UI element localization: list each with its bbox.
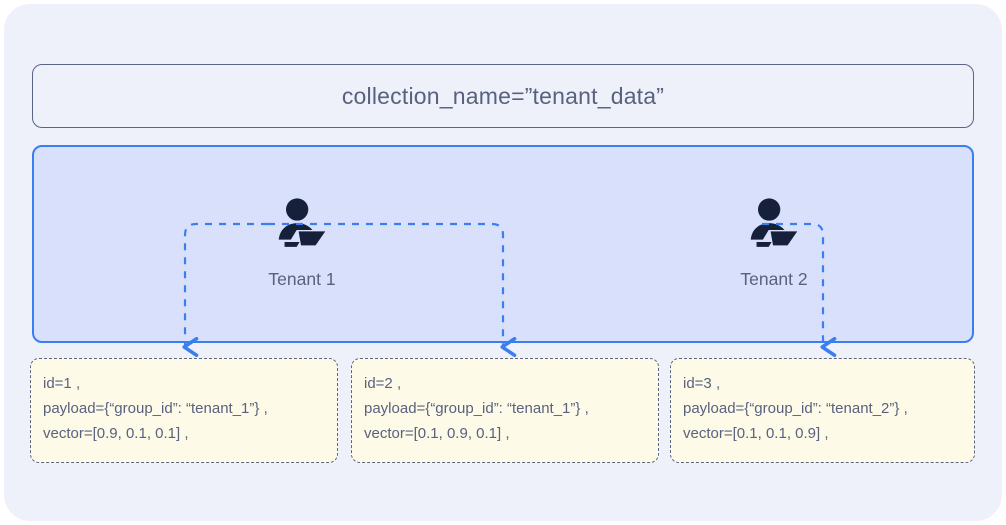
collection-name-label: collection_name=”tenant_data” <box>341 82 665 109</box>
point-box-2: id=2 , payload={“group_id”: “tenant_1”} … <box>351 358 659 463</box>
point-box-3: id=3 , payload={“group_id”: “tenant_2”} … <box>670 358 975 463</box>
person-at-laptop-icon <box>278 198 326 247</box>
point-2-vector: vector=[0.1, 0.9, 0.1] , <box>364 425 510 442</box>
point-3-id: id=3 , <box>683 375 721 392</box>
collection-name-box: collection_name=”tenant_data” <box>32 64 974 128</box>
point-1-payload: payload={“group_id”: “tenant_1”} , <box>43 400 268 417</box>
point-2-payload: payload={“group_id”: “tenant_1”} , <box>364 400 589 417</box>
point-1-id: id=1 , <box>43 375 81 392</box>
tenant-2-group: Tenant 2 <box>704 195 844 290</box>
point-1-vector: vector=[0.9, 0.1, 0.1] , <box>43 425 189 442</box>
tenant-1-label: Tenant 1 <box>268 269 336 289</box>
tenant-panel: Tenant 1 Tenant 2 <box>32 145 974 343</box>
point-box-1: id=1 , payload={“group_id”: “tenant_1”} … <box>30 358 338 463</box>
tenant-1-group: Tenant 1 <box>232 195 372 290</box>
person-at-laptop-icon <box>750 198 798 247</box>
tenant-2-label: Tenant 2 <box>740 269 808 289</box>
point-3-vector: vector=[0.1, 0.1, 0.9] , <box>683 425 829 442</box>
point-2-id: id=2 , <box>364 375 402 392</box>
point-3-payload: payload={“group_id”: “tenant_2”} , <box>683 400 908 417</box>
